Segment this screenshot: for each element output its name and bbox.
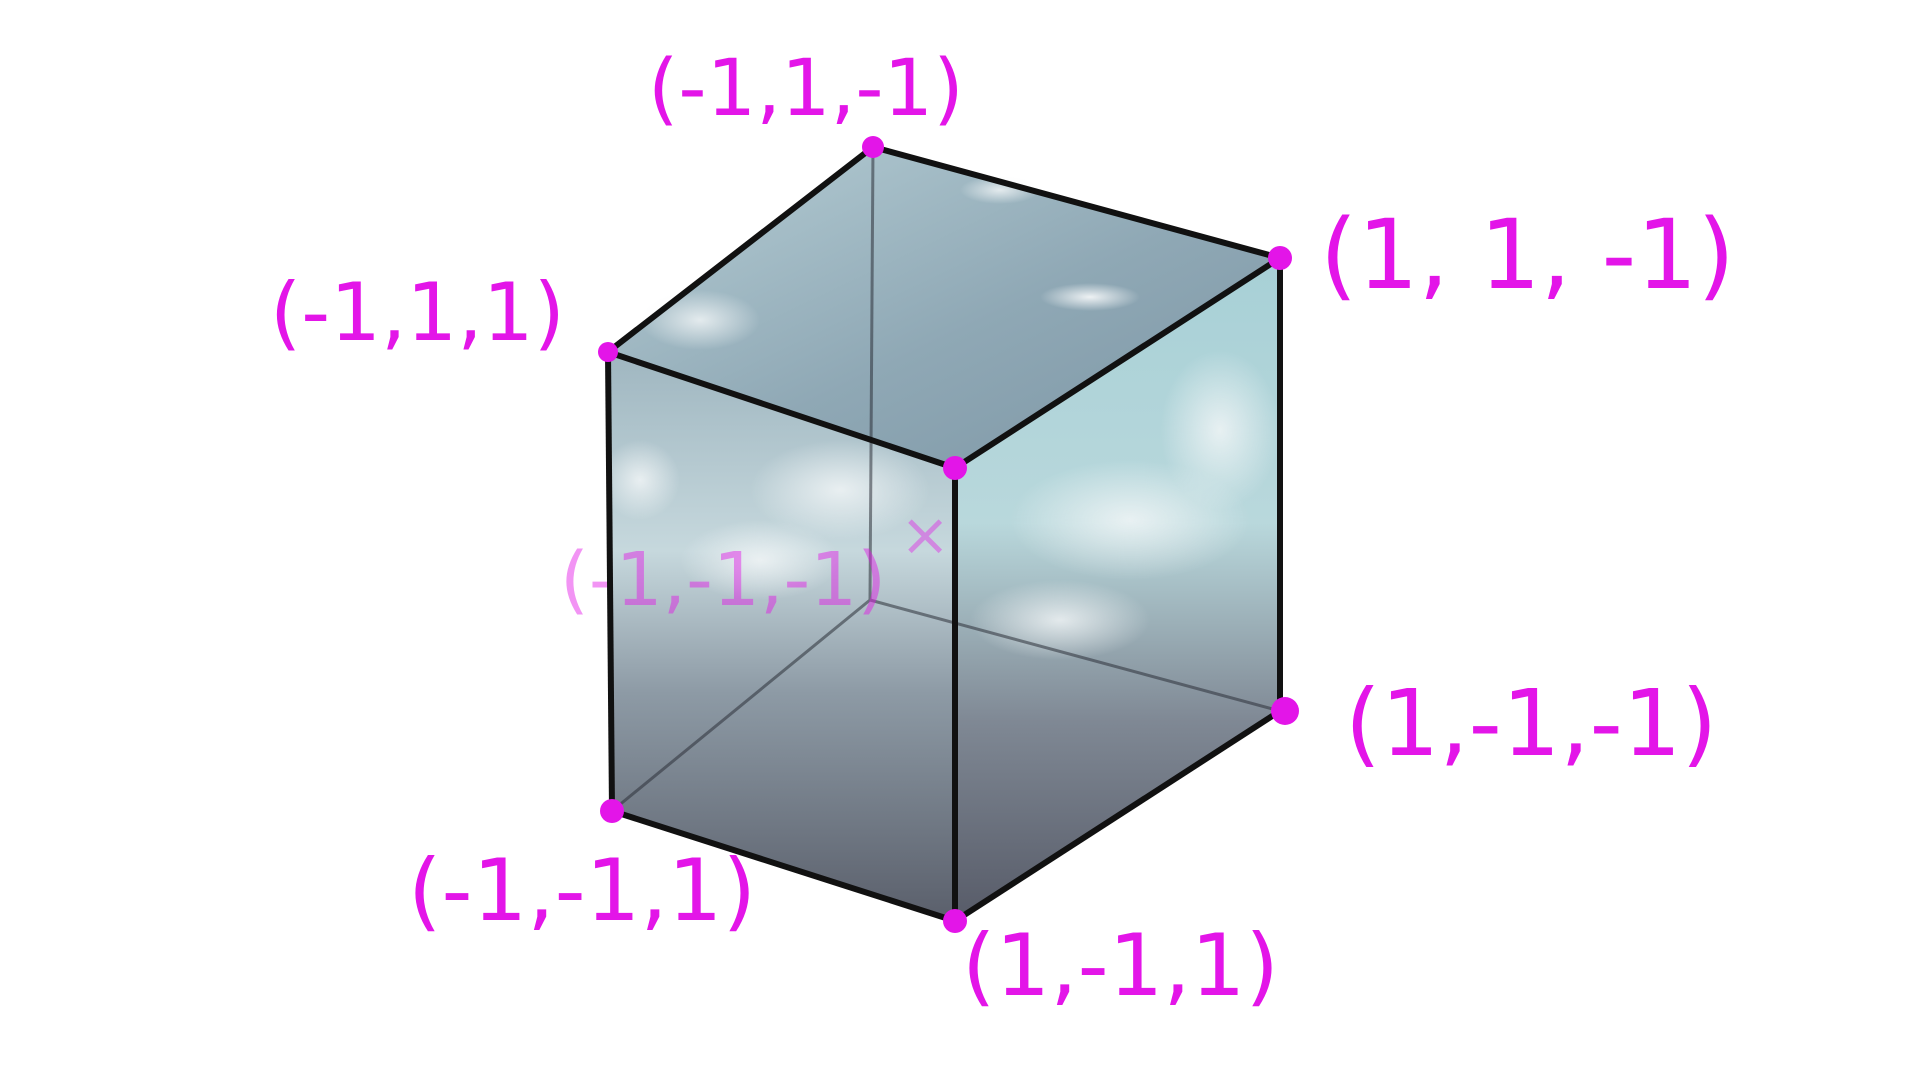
vertex-label: (-1,1,-1) [648, 44, 964, 134]
vertex-dot [943, 456, 967, 480]
vertex-label-hidden: (-1,-1,-1) [560, 537, 886, 623]
vertex-dot [862, 136, 884, 158]
vertex-label: (-1,1,1) [270, 266, 565, 359]
vertex-label: (1, 1, -1) [1320, 199, 1735, 311]
hidden-edges [611, 146, 1281, 813]
vertex-label: (-1,-1,1) [408, 841, 756, 941]
vertex-dot [600, 799, 624, 823]
vertex-dot [1271, 697, 1299, 725]
center-mark: × [900, 500, 950, 570]
vertex-dot [1268, 246, 1292, 270]
vertex-label: (1,-1,1) [962, 916, 1279, 1016]
vertex-dot [943, 909, 967, 933]
vertex-label: (1,-1,-1) [1345, 670, 1717, 777]
vertex-dots [598, 136, 1299, 933]
cube-top-face [608, 147, 1280, 468]
vertex-dot [598, 342, 618, 362]
